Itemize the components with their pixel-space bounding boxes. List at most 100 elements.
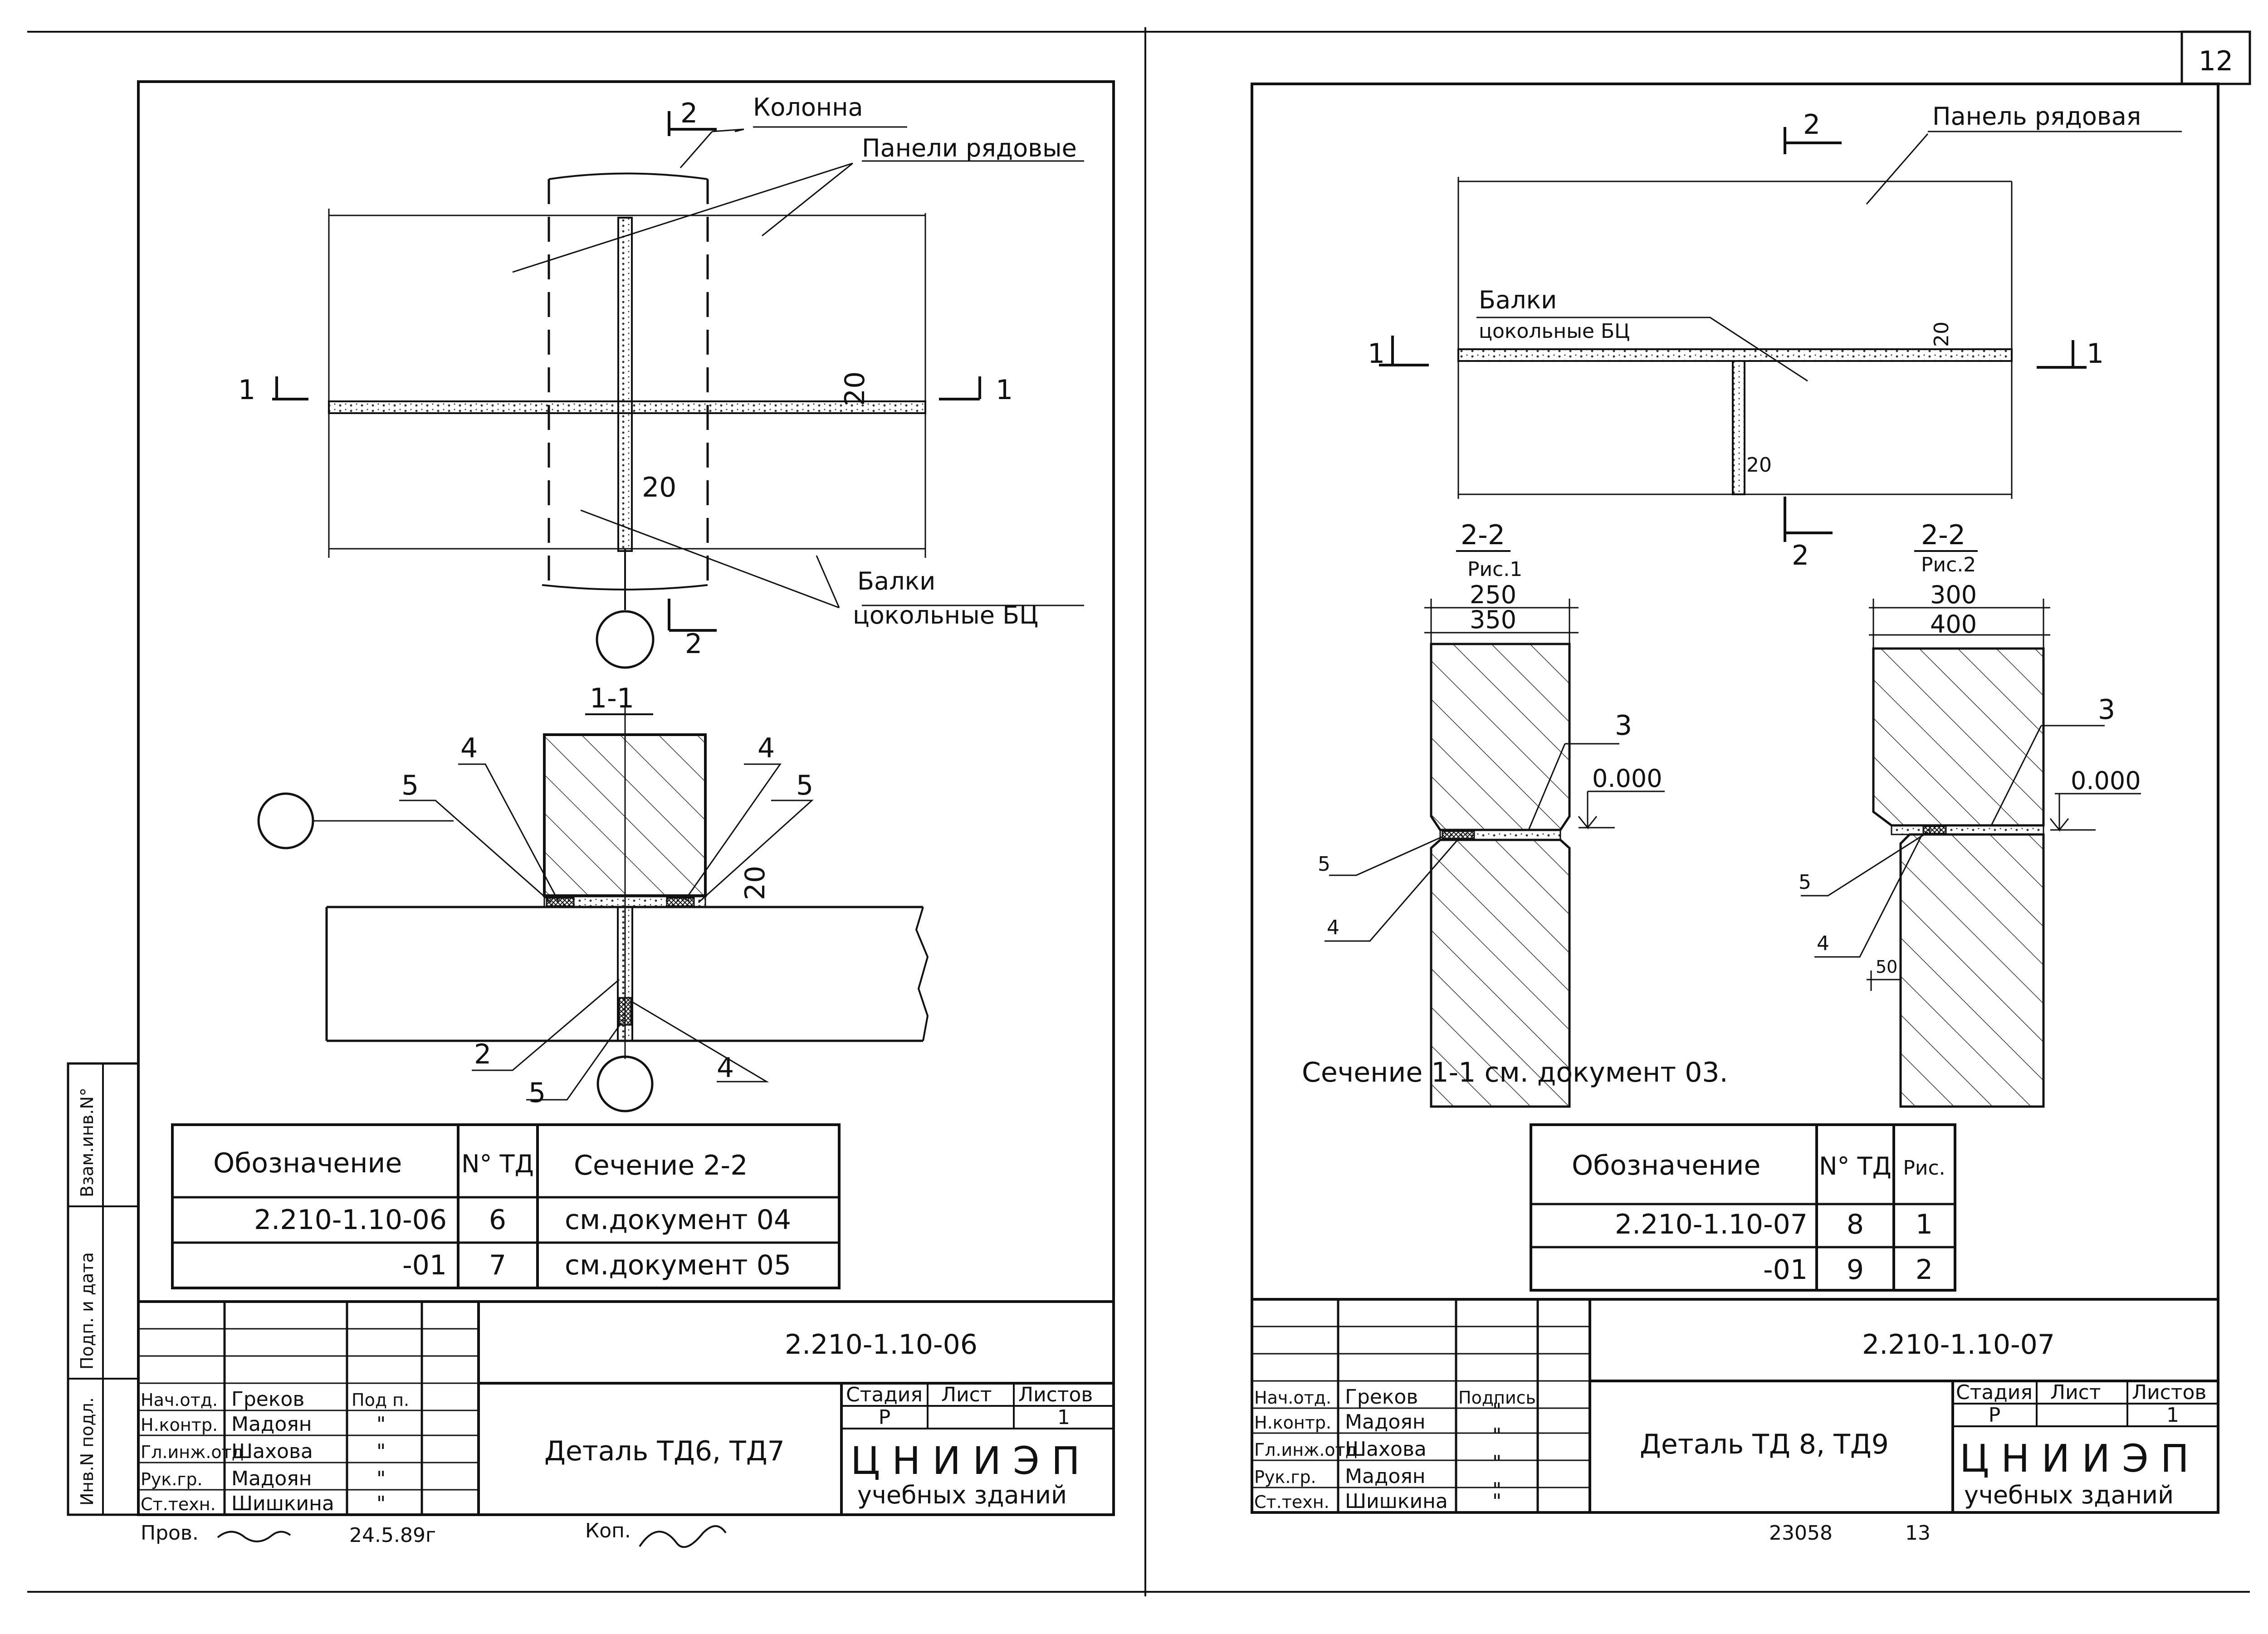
table-header-designation: Обозначение: [213, 1147, 402, 1179]
left-table: Обозначение N° ТД Сечение 2-2 2.210-1.10…: [171, 1123, 841, 1289]
svg-text:Пров.: Пров.: [141, 1522, 199, 1545]
svg-text:2: 2: [474, 1039, 491, 1070]
svg-text:Рук.гр.: Рук.гр.: [141, 1469, 203, 1489]
right-section-fig1: 2-2 Рис.1 250 350 3 0.000 5 4: [1318, 519, 1665, 1108]
left-org-name: ЦНИИЭП: [850, 1439, 1092, 1483]
right-table: Обозначение N° ТД Рис. 2.210-1.10-07 8 1…: [1530, 1123, 1956, 1292]
right-sheet: 2 2 1 1 Панель рядовая Балки цокольные Б…: [1251, 83, 2219, 1545]
svg-text:Балки: Балки: [1479, 286, 1557, 314]
svg-text:Шишкина: Шишкина: [231, 1492, 334, 1515]
right-plan-view: 2 2 1 1 Панель рядовая Балки цокольные Б…: [1368, 102, 2182, 571]
left-doc-number: 2.210-1.10-06: [785, 1329, 978, 1361]
svg-text:Гл.инж.отд: Гл.инж.отд: [141, 1442, 244, 1462]
svg-text:Нач.отд.: Нач.отд.: [1254, 1388, 1331, 1408]
svg-text:Рук.гр.: Рук.гр.: [1254, 1467, 1316, 1487]
svg-text:Лист: Лист: [2050, 1381, 2101, 1404]
svg-text:3: 3: [2098, 694, 2115, 726]
svg-text:Мадоян: Мадоян: [231, 1413, 312, 1436]
svg-text:Мадоян: Мадоян: [1345, 1465, 1426, 1488]
svg-text:Гл.инж.отд: Гл.инж.отд: [1254, 1440, 1357, 1460]
right-doc-number: 2.210-1.10-07: [1862, 1329, 2055, 1361]
svg-text:5: 5: [401, 770, 419, 801]
svg-text:2.210-1.10-06: 2.210-1.10-06: [254, 1204, 447, 1236]
svg-text:учебных зданий: учебных зданий: [857, 1481, 1067, 1509]
svg-text:Шишкина: Шишкина: [1345, 1490, 1448, 1513]
right-org-name: ЦНИИЭП: [1960, 1436, 2201, 1481]
svg-text:7: 7: [489, 1249, 506, 1281]
svg-text:4: 4: [1327, 916, 1339, 939]
section-1-1-title: 1-1: [590, 683, 634, 714]
svg-text:8: 8: [1847, 1209, 1864, 1240]
right-vertical-joint: [1732, 360, 1745, 495]
svg-text:см.документ 05: см.документ 05: [565, 1249, 791, 1281]
svg-text:2: 2: [1803, 109, 1820, 141]
svg-text:Стадия: Стадия: [1956, 1381, 2033, 1404]
svg-text:Подпись: Подпись: [1458, 1388, 1536, 1408]
svg-text:Лист: Лист: [941, 1383, 992, 1406]
right-sheet-title: Деталь ТД 8, ТД9: [1640, 1429, 1889, 1460]
svg-text:Н.контр.: Н.контр.: [1254, 1413, 1331, 1433]
svg-text:2-2: 2-2: [1921, 519, 1965, 551]
svg-text:Рис.: Рис.: [1903, 1156, 1945, 1180]
left-plan-view: 2 2 1 1 Колонна Панели рядовые Балки цок…: [238, 93, 1084, 669]
side-stamp-sign: Подп. и дата: [77, 1252, 97, 1370]
svg-text:3: 3: [1615, 710, 1632, 741]
svg-text:6: 6: [489, 1204, 506, 1236]
column-label: Колонна: [753, 93, 863, 122]
svg-text:0.000: 0.000: [2071, 766, 2141, 795]
svg-text:Р: Р: [879, 1406, 891, 1429]
svg-text:5: 5: [1318, 853, 1330, 876]
svg-text:см.документ 04: см.документ 04: [565, 1204, 791, 1236]
svg-text:": ": [1492, 1451, 1501, 1474]
left-section-1-1: 1-1 4 5 4 5 2 5: [257, 683, 929, 1112]
right-section-fig2: 2-2 Рис.2 300 400 3 0.000 5 4 50: [1799, 519, 2141, 1108]
svg-text:20: 20: [839, 371, 871, 406]
svg-text:": ": [1492, 1490, 1501, 1513]
svg-text:": ": [1492, 1478, 1501, 1502]
svg-text:Мадоян: Мадоян: [231, 1467, 312, 1490]
svg-text:400: 400: [1930, 610, 1977, 639]
svg-text:2.210-1.10-07: 2.210-1.10-07: [1615, 1209, 1808, 1240]
svg-text:2: 2: [1792, 540, 1809, 571]
svg-text:1: 1: [996, 374, 1013, 406]
svg-text:20: 20: [739, 866, 771, 900]
svg-text:350: 350: [1470, 605, 1516, 634]
svg-text:20: 20: [1930, 322, 1953, 347]
svg-text:": ": [376, 1440, 386, 1463]
svg-text:учебных зданий: учебных зданий: [1964, 1481, 2174, 1509]
left-sheet-title: Деталь ТД6, ТД7: [544, 1435, 785, 1467]
page-number: 12: [2199, 45, 2233, 77]
left-title-block: 2.210-1.10-06 Деталь ТД6, ТД7 Стадия Лис…: [137, 1300, 1115, 1548]
svg-text:Шахова: Шахова: [231, 1440, 313, 1463]
svg-text:цокольные БЦ: цокольные БЦ: [1479, 320, 1630, 343]
svg-text:": ": [376, 1467, 386, 1490]
beams-label-line1: Балки: [857, 567, 935, 595]
svg-text:50: 50: [1876, 957, 1897, 977]
svg-text:-01: -01: [1763, 1254, 1808, 1286]
svg-text:Под п.: Под п.: [352, 1390, 409, 1410]
side-stamp-inv: Инв.N подл.: [77, 1397, 97, 1506]
svg-text:Ст.техн.: Ст.техн.: [1254, 1492, 1330, 1512]
svg-text:0.000: 0.000: [1592, 764, 1662, 793]
svg-text:1: 1: [2087, 338, 2104, 370]
svg-text:Греков: Греков: [231, 1388, 304, 1411]
svg-text:": ": [1492, 1399, 1501, 1422]
signature: [217, 1531, 291, 1542]
svg-text:Шахова: Шахова: [1345, 1438, 1427, 1461]
vertical-joint: [617, 217, 633, 552]
archive-code: 23058: [1769, 1522, 1833, 1545]
panel-label: Панель рядовая: [1932, 102, 2141, 131]
side-stamp-replace: Взам.инв.N°: [77, 1088, 97, 1197]
svg-text:Листов: Листов: [1018, 1383, 1093, 1406]
signature: [639, 1525, 727, 1548]
svg-text:Греков: Греков: [1345, 1385, 1418, 1409]
svg-text:1: 1: [2166, 1404, 2179, 1427]
svg-text:Н.контр.: Н.контр.: [141, 1415, 218, 1435]
svg-text:2: 2: [1916, 1254, 1933, 1286]
album-page: 13: [1905, 1522, 1931, 1545]
right-note: Сечение 1-1 см. документ 03.: [1302, 1057, 1728, 1088]
svg-text:Мадоян: Мадоян: [1345, 1410, 1426, 1434]
table-header-section: Сечение 2-2: [574, 1150, 748, 1181]
table-header-td: N° ТД: [461, 1150, 534, 1178]
right-title-block: 2.210-1.10-07 Деталь ТД 8, ТД9 Стадия Ли…: [1251, 1298, 2219, 1545]
